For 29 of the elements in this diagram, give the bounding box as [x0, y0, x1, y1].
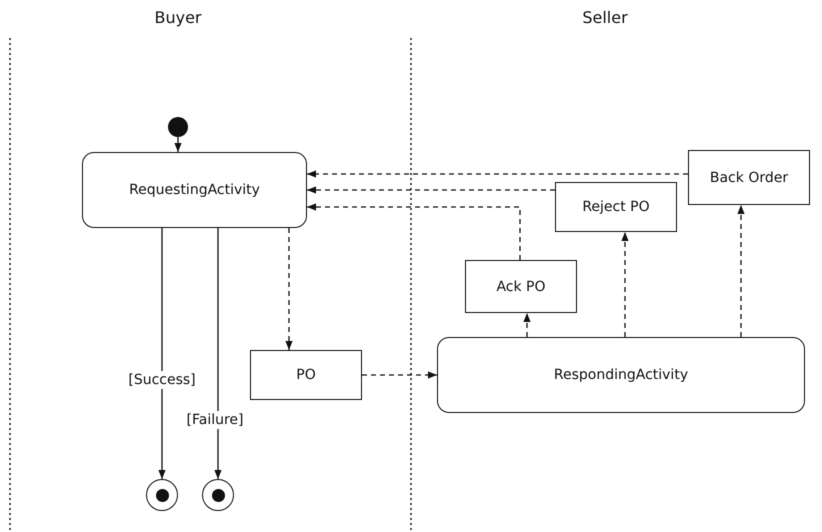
arrow — [307, 170, 688, 178]
arrow — [362, 371, 437, 379]
node-label: Ack PO — [496, 278, 546, 294]
activity-box — [437, 337, 805, 413]
arrow — [285, 228, 293, 350]
arrow — [214, 228, 222, 479]
end-node — [146, 479, 178, 511]
arrow — [523, 313, 531, 337]
object-box — [465, 260, 577, 313]
end-node — [202, 479, 234, 511]
arrow — [621, 232, 629, 337]
node-label: PO — [296, 367, 316, 383]
arrow — [307, 186, 555, 194]
node-label: Reject PO — [582, 199, 650, 215]
arrow — [307, 203, 521, 260]
arrow — [174, 137, 182, 152]
arrow — [158, 228, 166, 479]
object-box — [250, 350, 362, 400]
activity-box — [82, 152, 307, 228]
node-label: RespondingActivity — [554, 367, 688, 383]
arrow — [737, 205, 745, 337]
object-box — [555, 182, 677, 232]
node-label: Back Order — [710, 170, 788, 186]
start-node — [168, 117, 188, 137]
object-box — [688, 150, 810, 205]
lane-heading: Buyer — [154, 8, 202, 27]
lane-heading: Seller — [582, 8, 628, 27]
edge-label: [Failure] — [184, 411, 246, 429]
node-label: RequestingActivity — [129, 182, 260, 198]
